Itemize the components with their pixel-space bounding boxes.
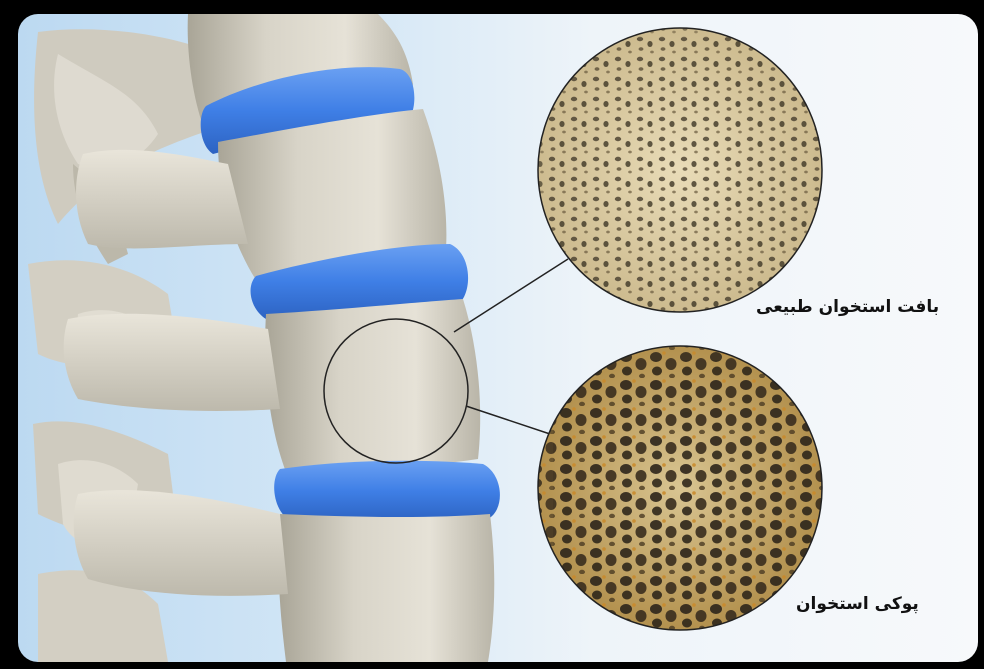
normal-bone-magnification: [538, 28, 833, 322]
illustration-panel: بافت استخوان طبیعی پوکی استخوان: [18, 14, 978, 662]
osteoporosis-magnification: [538, 346, 837, 644]
disc-bottom: [274, 461, 500, 522]
normal-bone-label: بافت استخوان طبیعی: [756, 297, 939, 317]
spine-illustration: [18, 14, 978, 662]
osteoporosis-label: پوکی استخوان: [796, 594, 919, 614]
connector-line-normal: [454, 259, 568, 332]
